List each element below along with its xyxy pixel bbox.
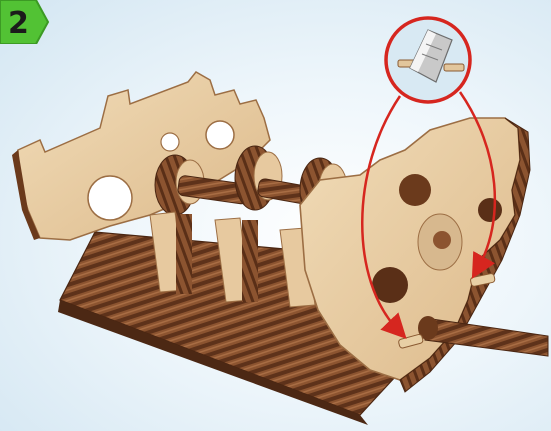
callout-circle-icon (386, 18, 470, 102)
back-plate (12, 72, 270, 240)
step-number: 2 (8, 6, 29, 41)
